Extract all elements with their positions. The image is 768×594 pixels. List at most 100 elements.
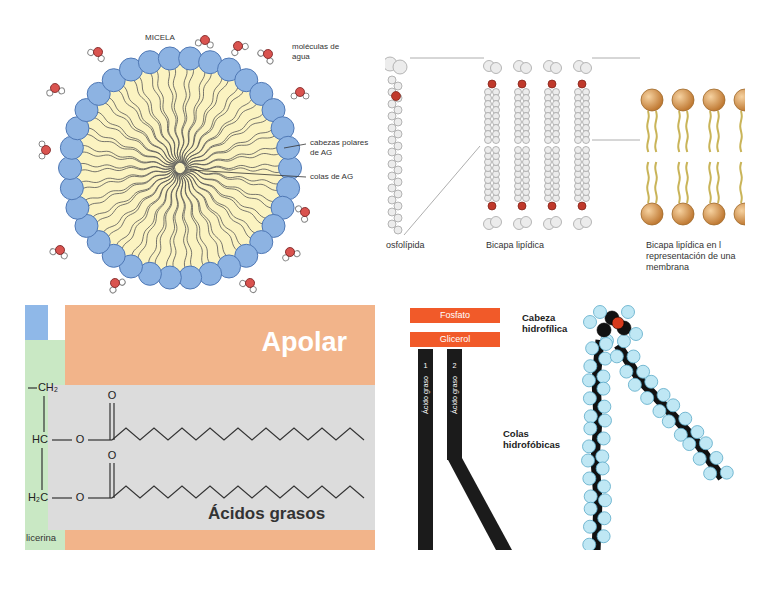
guide-line xyxy=(410,58,484,59)
caption-label: Colas hidrofóbicas xyxy=(503,428,560,450)
bond xyxy=(113,403,114,440)
water-molecule xyxy=(280,245,301,262)
fatty-acid-tail xyxy=(185,146,279,169)
fatty-acid-tail xyxy=(183,172,253,239)
bond xyxy=(109,403,110,440)
polar-head xyxy=(199,262,222,285)
polar-head xyxy=(179,47,202,70)
fatty-acid-tail xyxy=(102,102,177,164)
fatty-acid-tail xyxy=(179,173,187,270)
polar-head xyxy=(158,47,181,70)
label-holder: Bicapa lipídica en l representación de u… xyxy=(646,240,761,272)
fatty-acid-tail xyxy=(182,173,239,252)
polar-head xyxy=(179,266,202,289)
water-molecule xyxy=(87,44,108,63)
membrane-lipid-symbol xyxy=(641,89,663,225)
fatty-acid-tail xyxy=(121,171,175,251)
caption-label: osfolípida xyxy=(386,240,425,250)
caption-label: moléculas de agua xyxy=(292,42,339,61)
fatty-acid-tail xyxy=(79,168,175,184)
fatty-acid-tail xyxy=(180,173,204,267)
micelle-core xyxy=(68,56,292,280)
label-holder: Cabeza hidrofílica xyxy=(522,312,584,335)
water-molecule xyxy=(105,274,126,294)
bond xyxy=(28,387,37,388)
phospholipid-molecule xyxy=(484,61,502,230)
fatty-acid-tail xyxy=(121,85,178,164)
fatty-acid-tail xyxy=(184,85,238,165)
phospholipid-molecule xyxy=(544,61,562,230)
fatty-acid-tail xyxy=(167,67,181,163)
node-label: Apolar xyxy=(261,327,347,358)
hydrocarbon-chain xyxy=(112,428,364,440)
label-holder: O xyxy=(108,449,117,462)
bent-tail xyxy=(447,458,512,550)
membrane-lipid-symbol xyxy=(672,89,694,225)
fatty-acid-tail xyxy=(185,117,269,166)
caption-label: Bicapa lipídica en l representación de u… xyxy=(646,240,736,272)
fatty-acid-tail xyxy=(95,169,175,224)
label-holder: moléculas de agua xyxy=(292,42,352,61)
water-molecule xyxy=(228,38,249,57)
label-holder: Bicapa lipídica xyxy=(486,240,544,251)
atom-label: O xyxy=(76,433,85,445)
bond xyxy=(88,497,112,498)
membrane-lipid-symbol xyxy=(734,89,745,225)
fatty-acid-tail xyxy=(185,111,265,166)
fatty-acid-tail xyxy=(91,169,175,218)
water-molecule xyxy=(195,34,215,48)
fatty-acid-tail xyxy=(107,170,175,239)
label-holder: H₂C xyxy=(28,491,48,504)
fatty-acid-bar: 1Ácido graso xyxy=(418,349,433,550)
water-molecule xyxy=(45,82,65,96)
fatty-acid-tail xyxy=(149,172,178,265)
node-label: Ácidos grasos xyxy=(208,504,325,524)
fatty-acid-tail xyxy=(185,164,282,169)
atom-label: CH₂ xyxy=(38,381,58,393)
membrane-lipid-symbol xyxy=(703,89,725,225)
label-holder: HC xyxy=(32,433,48,446)
hydrocarbon-chain xyxy=(112,486,364,498)
label-holder: MICELA xyxy=(145,33,175,43)
label-holder: O xyxy=(108,389,117,402)
micelle-figure xyxy=(39,34,313,294)
bond xyxy=(52,439,72,440)
water-molecule xyxy=(257,45,278,65)
fatty-acid-tail xyxy=(107,97,177,164)
water-molecule xyxy=(39,141,51,159)
label-holder: Colas hidrofóbicas xyxy=(503,428,565,451)
caption-label: Cabeza hidrofílica xyxy=(522,312,567,334)
bond xyxy=(41,448,42,490)
fatty-acid-tail xyxy=(184,172,269,219)
fatty-acid-tail xyxy=(180,67,194,163)
fatty-acid-tail xyxy=(102,170,175,234)
water-molecule xyxy=(49,243,70,260)
fatty-acid-tail xyxy=(182,71,211,164)
caption-label: Bicapa lipídica xyxy=(486,240,544,250)
polar-head xyxy=(158,266,181,289)
atom-label: O xyxy=(76,491,85,503)
atom-label: O xyxy=(108,449,117,461)
bond xyxy=(88,439,112,440)
bond xyxy=(113,463,114,498)
fatty-acid-tail xyxy=(78,167,175,172)
atom-label: O xyxy=(108,389,117,401)
polar-head xyxy=(60,177,83,200)
caption-label: MICELA xyxy=(145,33,175,42)
label-holder: cabezas polares de AG xyxy=(310,138,372,157)
apolar-band: Apolar xyxy=(65,305,375,385)
callout-number: 1 xyxy=(418,361,433,371)
node-label: licerina xyxy=(26,532,56,543)
polar-head xyxy=(59,157,82,180)
bond xyxy=(109,463,110,498)
water-molecule xyxy=(239,275,260,294)
polar-head xyxy=(277,136,300,159)
bond xyxy=(52,497,72,498)
bilayer-figure xyxy=(385,57,745,235)
fatty-acid-tail xyxy=(185,135,276,168)
fatty-acid-tail xyxy=(185,128,274,168)
space-filling-model xyxy=(582,306,734,551)
node-label: Fosfato xyxy=(440,308,470,323)
